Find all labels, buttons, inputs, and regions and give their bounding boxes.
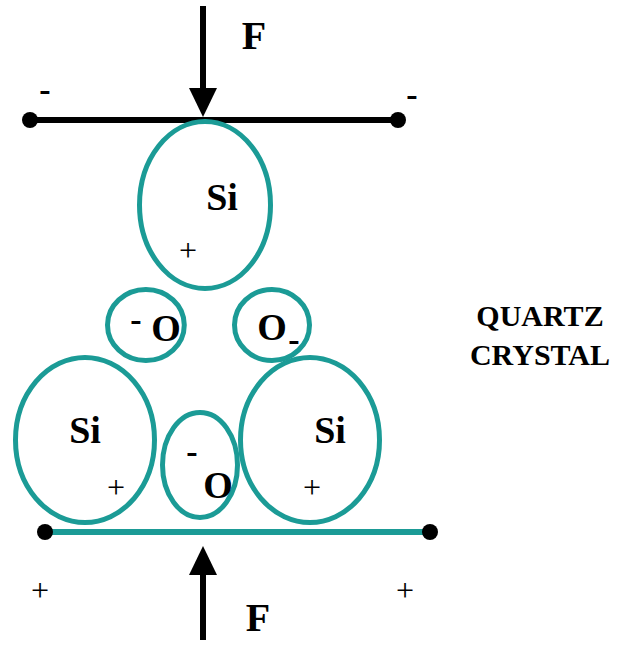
atom-text: O	[203, 466, 233, 504]
terminal-dot	[37, 524, 53, 540]
atom-circle: Si +	[238, 355, 382, 525]
caption-label: QUARTZ CRYSTAL	[453, 296, 628, 374]
terminal-dot	[422, 524, 438, 540]
terminal-dot	[390, 112, 406, 128]
atom-text: O	[151, 309, 181, 347]
atom-text: -	[130, 303, 141, 337]
force-arrow	[200, 6, 206, 92]
charge-sign: -	[406, 78, 417, 112]
atom-text: -	[288, 323, 299, 357]
atom-circle: Si +	[137, 119, 273, 291]
atom-text: O	[257, 308, 287, 346]
atom-text: Si	[69, 411, 101, 449]
atom-circle: -O	[105, 287, 187, 363]
atom-outline	[16, 358, 155, 523]
atom-circle: O-	[232, 287, 312, 363]
atom-outline	[140, 122, 271, 289]
bottom-electrode	[45, 529, 430, 535]
force-arrow	[200, 572, 206, 640]
atom-circle: -O	[160, 410, 240, 520]
atom-outline	[235, 290, 310, 361]
atom-text: +	[179, 234, 197, 266]
atom-text: +	[107, 471, 125, 503]
force-label: F	[246, 598, 270, 638]
terminal-dot	[22, 112, 38, 128]
charge-sign: +	[31, 574, 49, 606]
charge-sign: +	[396, 574, 414, 606]
force-label: F	[242, 16, 266, 56]
atom-outline	[108, 290, 185, 361]
atom-text: Si	[206, 178, 238, 216]
atom-text: Si	[314, 411, 346, 449]
atom-text: -	[186, 435, 197, 469]
arrow-head	[189, 546, 217, 575]
atom-outline	[241, 358, 380, 523]
atom-circle: Si+	[13, 355, 157, 525]
charge-sign: -	[39, 73, 50, 107]
atom-outline	[137, 119, 273, 291]
atom-text: +	[303, 471, 321, 503]
arrow-head	[189, 88, 217, 117]
atom-outline	[163, 413, 238, 518]
